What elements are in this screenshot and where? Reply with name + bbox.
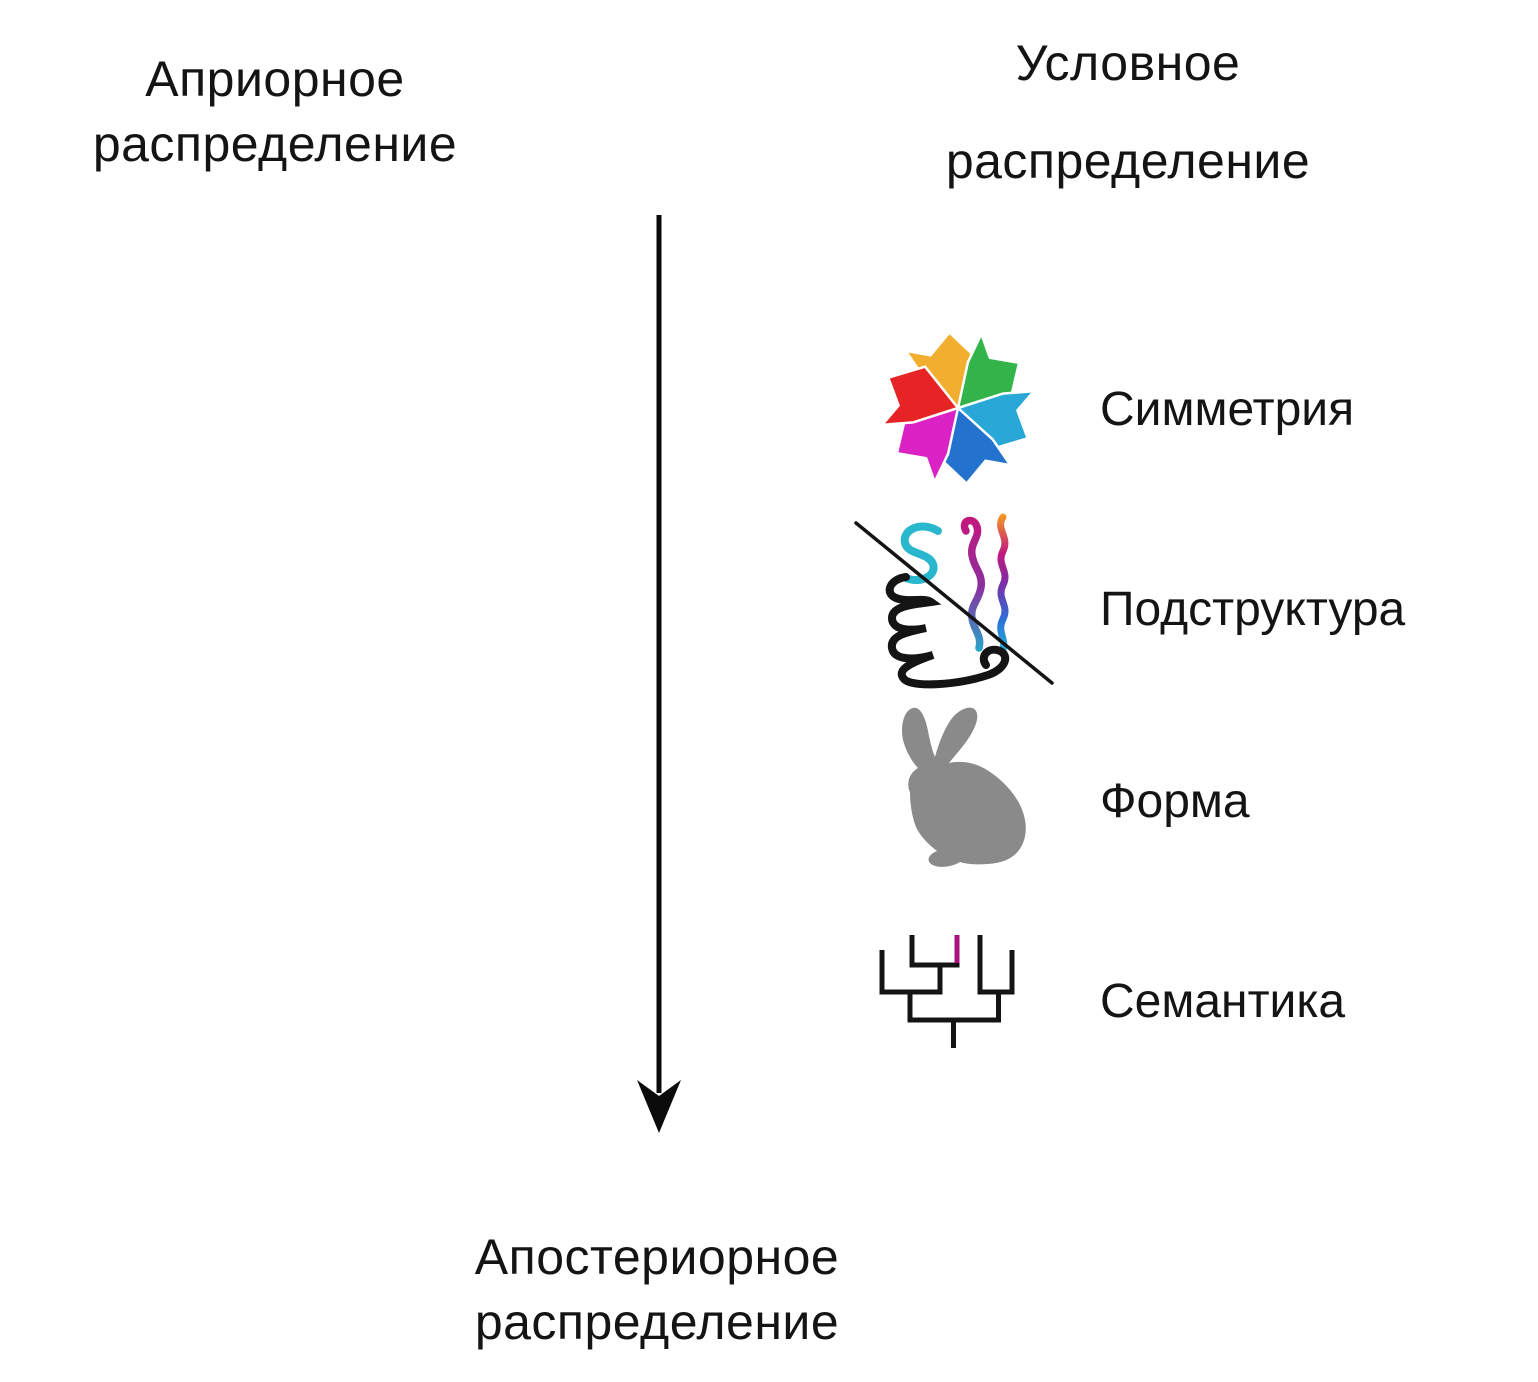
item-label-semantics: Семантика (1100, 975, 1346, 1028)
posterior-distribution-title-line2: распределение (474, 1294, 840, 1350)
squiggle-substructure-icon (840, 505, 1100, 705)
conditional-distribution-title-line2: распределение (945, 133, 1311, 189)
item-label-shape: Форма (1100, 775, 1250, 828)
conditional-distribution-title-line1: Условное (1015, 35, 1241, 91)
pinwheel-blade-red (880, 365, 960, 427)
item-label-symmetry: Симметрия (1100, 383, 1355, 436)
bunny-shape-icon (880, 700, 1040, 870)
down-arrow-head (637, 1080, 681, 1133)
squiggle-right-strand (997, 513, 1009, 656)
squiggle-black-parts (854, 521, 1054, 689)
squiggle-middle-strand (960, 516, 986, 652)
dendrogram-black-branches (879, 935, 1015, 1048)
dendrogram-semantics-icon (870, 925, 1030, 1055)
prior-distribution-title-line2: распределение (92, 116, 458, 172)
squiggle-coil-strand (885, 573, 1010, 689)
squiggle-cyan-strand (900, 522, 942, 585)
item-label-substructure: Подструктура (1100, 583, 1406, 636)
posterior-distribution-title-line1: Апостериорное (474, 1229, 840, 1285)
prior-distribution-title-line1: Априорное (145, 51, 405, 107)
squiggle-cross-line (854, 521, 1054, 685)
pinwheel-symmetry-icon (868, 318, 1048, 498)
bunny-silhouette (902, 707, 1026, 867)
down-arrow-icon (629, 205, 691, 1145)
